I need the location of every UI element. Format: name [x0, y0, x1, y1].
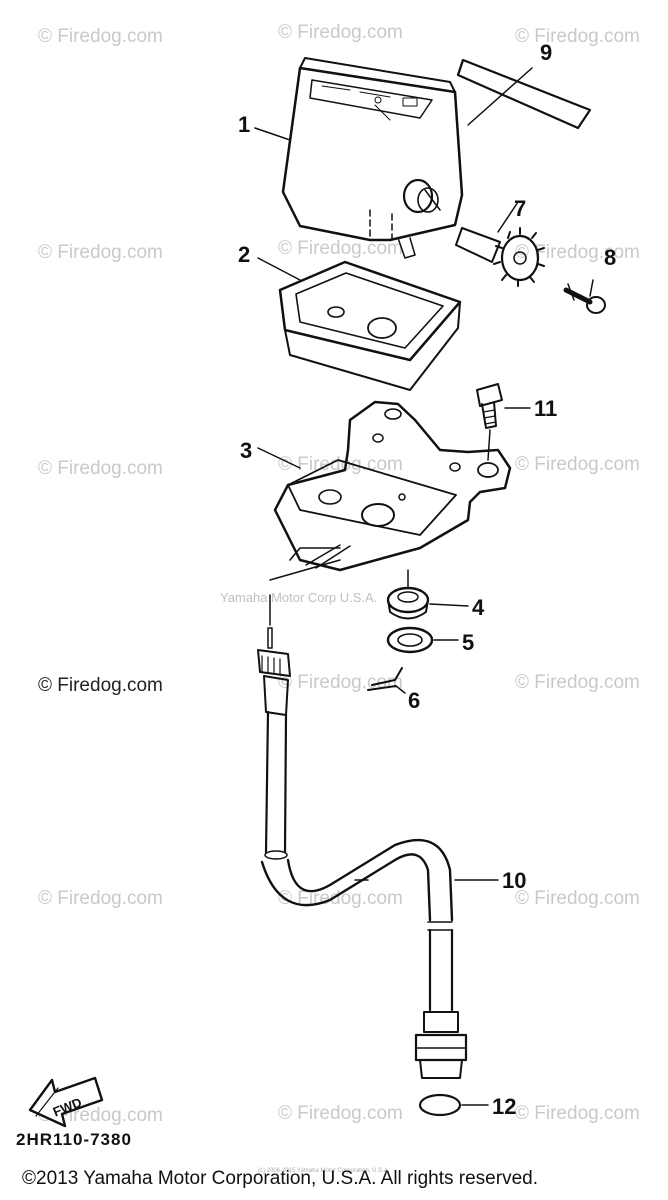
- callout-8: 8: [604, 245, 617, 270]
- callout-4: 4: [472, 595, 485, 620]
- watermark: © Firedog.com: [38, 242, 163, 263]
- watermark: © Firedog.com: [515, 26, 640, 47]
- watermark: © Firedog.com: [515, 454, 640, 475]
- tiny-watermark: (c) 2006-2015 Yamaha Motor Corporation, …: [258, 1168, 390, 1174]
- callout-1: 1: [238, 112, 251, 137]
- screw: [563, 279, 606, 314]
- watermark: © Firedog.com: [515, 242, 640, 263]
- callout-2: 2: [238, 242, 251, 267]
- grommet: [386, 569, 469, 620]
- callout-5: 5: [462, 630, 475, 655]
- cable-upper: [257, 594, 291, 860]
- callout-3: 3: [240, 438, 253, 463]
- rubber-strip: [456, 58, 592, 130]
- watermark: © Firedog.com: [278, 22, 403, 43]
- mounting-bracket: [257, 400, 512, 581]
- watermark: © Firedog.com: [278, 238, 403, 259]
- washer: [386, 626, 459, 654]
- watermark: © Firedog.com: [38, 888, 163, 909]
- speedometer-cable: [260, 839, 499, 1012]
- cable-end-fitting: [414, 1011, 468, 1079]
- bolt: [476, 383, 531, 461]
- watermark: © Firedog.com: [515, 1103, 640, 1124]
- watermark: © Firedog.com: [278, 672, 403, 693]
- drive-gear: [455, 201, 545, 287]
- callout-9: 9: [540, 40, 553, 65]
- watermark: © Firedog.com: [278, 888, 403, 909]
- watermark: © Firedog.com: [515, 888, 640, 909]
- callout-11: 11: [534, 396, 558, 421]
- callout-10: 10: [502, 868, 527, 893]
- callout-12: 12: [492, 1094, 517, 1119]
- watermark: © Firedog.com: [515, 672, 640, 693]
- watermark: © Firedog.com: [38, 458, 163, 479]
- watermark: © Firedog.com: [38, 26, 163, 47]
- watermark-dark: © Firedog.com: [38, 675, 163, 696]
- watermark: © Firedog.com: [278, 1103, 403, 1124]
- clip: [367, 667, 406, 694]
- copyright-notice: ©2013 Yamaha Motor Corporation, U.S.A. A…: [22, 1168, 538, 1189]
- bottom-cover: [257, 257, 462, 391]
- speedometer-housing: [254, 57, 464, 259]
- o-ring: [418, 1093, 489, 1117]
- callout-6: 6: [408, 688, 421, 713]
- watermark-center: Yamaha Motor Corp U.S.A.: [220, 590, 378, 605]
- callout-7: 7: [514, 196, 527, 221]
- fwd-arrow: [28, 1076, 104, 1128]
- diagram-code: 2HR110-7380: [16, 1130, 132, 1149]
